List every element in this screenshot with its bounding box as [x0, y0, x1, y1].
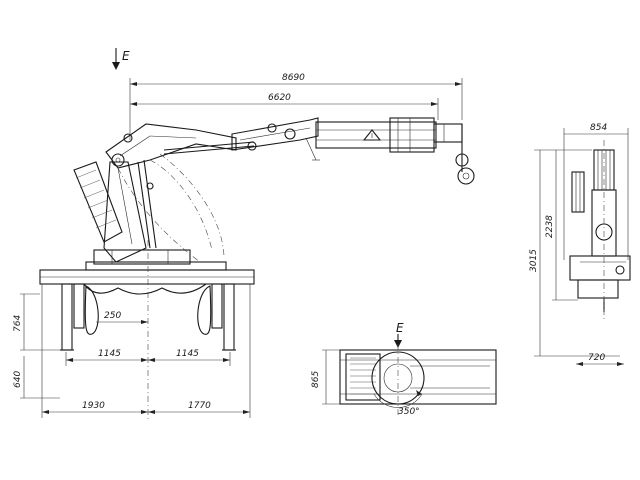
- dim-1930: 1930: [82, 401, 105, 411]
- dim-764: 764: [13, 315, 23, 332]
- dim-1770: 1770: [188, 401, 211, 411]
- dim-720: 720: [588, 353, 605, 363]
- dimension-end-width: 854: [563, 123, 629, 260]
- section-marker-plan: E: [394, 321, 404, 348]
- dimension-plan-height: 865: [311, 349, 340, 405]
- crane-plan-view: 350°: [339, 344, 497, 418]
- crane-side-view: [39, 117, 475, 420]
- dimension-leg-height: 764: [13, 293, 60, 351]
- dimension-center-offset: 250: [96, 311, 148, 324]
- dimension-end-heights: 3015 2238: [529, 149, 620, 357]
- section-label-top: E: [122, 49, 130, 63]
- dim-865: 865: [311, 371, 321, 388]
- section-marker-top: E: [112, 48, 130, 70]
- dim-640: 640: [13, 371, 23, 388]
- dim-6620: 6620: [268, 93, 291, 103]
- dim-1145-right: 1145: [176, 349, 199, 359]
- dim-250: 250: [104, 311, 121, 321]
- dimension-half-widths: 1145 1145: [65, 349, 231, 366]
- dim-slew-angle: 350°: [398, 407, 420, 417]
- dimension-outrigger-spread: 1930 1770: [41, 284, 251, 418]
- dim-2238: 2238: [545, 215, 555, 238]
- section-label-plan: E: [396, 321, 404, 335]
- dimension-foot-height: 640: [13, 356, 60, 399]
- dimension-end-base: 720: [576, 353, 624, 366]
- dimension-boom-length: 6620: [130, 93, 439, 120]
- dim-1145-left: 1145: [98, 349, 121, 359]
- dimension-overall-length: 8690: [129, 73, 463, 140]
- crane-end-view: [569, 140, 631, 320]
- dim-8690: 8690: [282, 73, 305, 83]
- dim-854: 854: [590, 123, 607, 133]
- dim-3015: 3015: [529, 249, 539, 272]
